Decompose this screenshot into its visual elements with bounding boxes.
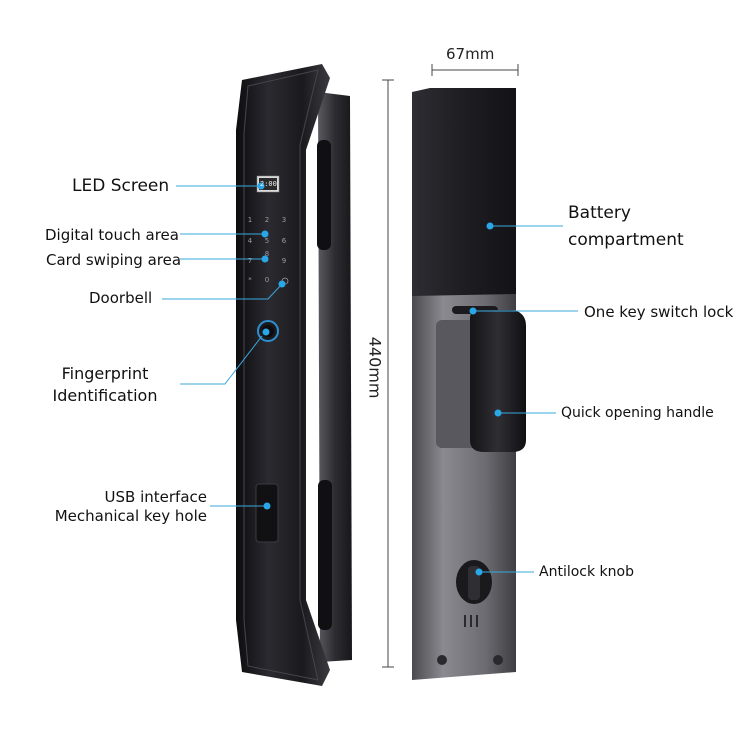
screw [437,655,447,665]
dot-touch [261,230,269,238]
back-lock [412,88,526,680]
dot-card [261,255,269,263]
key-3: 3 [281,216,287,224]
label-battery-line1: Battery [568,203,631,223]
key-8: 8 [264,250,270,258]
led-screen-time: 2:00 [260,180,277,188]
speaker-slot [470,615,472,627]
front-side-slot-bottom [318,480,332,630]
dimension-lines [382,64,519,668]
leader-fingerprint [180,335,263,385]
dot-switch [469,307,477,315]
key-9: 9 [281,257,287,265]
key-2: 2 [264,216,270,224]
leader-lines [162,185,578,573]
screw [493,655,503,665]
label-battery-line2: compartment [568,230,684,250]
key-1: 1 [247,216,253,224]
front-body-highlight [243,69,319,681]
dot-handle [494,409,502,417]
usb-cover [255,483,279,543]
battery-housing [412,88,516,298]
front-lock [236,64,352,686]
key-6: 6 [281,237,287,245]
key-4: 4 [247,237,253,245]
dot-doorbell [278,280,286,288]
speaker-slot [476,615,478,627]
key-star: * [248,276,252,284]
front-body [236,64,330,686]
speaker-slot [464,615,466,627]
dot-led [257,182,265,190]
dot-fingerprint [262,328,270,336]
label-usb-line1: USB interface [104,488,207,506]
dot-knob [475,568,483,576]
label-fingerprint: Fingerprint Identification [30,363,180,407]
label-digital-touch-area: Digital touch area [45,226,179,244]
dimension-width: 67mm [446,45,495,63]
key-0: 0 [264,276,270,284]
label-card-swiping-area: Card swiping area [46,251,182,269]
label-led-screen: LED Screen [72,176,170,196]
label-fingerprint-line2: Identification [52,386,158,405]
label-quick-handle: Quick opening handle [561,405,714,421]
leader-doorbell [162,283,283,300]
front-side-slot-top [317,140,331,250]
label-antilock-knob: Antilock knob [539,564,634,580]
label-fingerprint-line1: Fingerprint [61,364,149,383]
dot-battery [486,222,494,230]
dot-usb [263,502,271,510]
callout-dots [257,182,502,576]
label-usb-line2: Mechanical key hole [54,507,207,525]
key-5: 5 [264,237,270,245]
key-7: 7 [247,257,253,265]
quick-handle [470,310,526,452]
label-switch-lock: One key switch lock [584,303,734,321]
label-usb: USB interface Mechanical key hole [30,488,207,526]
dimension-height: 440mm [365,336,385,399]
label-battery: Battery compartment [568,200,684,254]
label-doorbell: Doorbell [89,289,153,307]
